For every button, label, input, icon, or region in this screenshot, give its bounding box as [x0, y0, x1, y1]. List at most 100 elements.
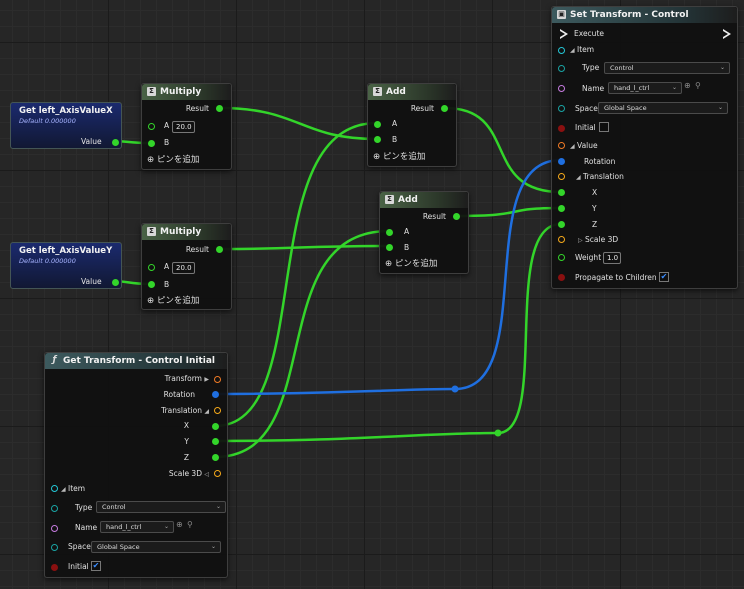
- node-title: Add: [386, 87, 406, 97]
- value-output-pin[interactable]: [112, 139, 119, 146]
- space-dropdown[interactable]: Global Space⌄: [91, 541, 221, 553]
- a-input-pin[interactable]: [148, 264, 155, 271]
- name-label: Name: [582, 84, 605, 93]
- space-input-pin[interactable]: [51, 544, 58, 551]
- type-input-pin[interactable]: [558, 65, 565, 72]
- rotation-label: Rotation: [163, 390, 195, 399]
- execute-label: Execute: [574, 29, 604, 38]
- node-title: Get Transform - Control Initial: [63, 356, 215, 366]
- initial-input-pin[interactable]: [51, 564, 58, 571]
- item-input-pin[interactable]: [51, 485, 58, 492]
- add-circle-icon[interactable]: ⊕: [176, 520, 183, 529]
- add-pin-button[interactable]: ⊕ ピンを追加: [373, 152, 426, 162]
- scale-input-pin[interactable]: [558, 236, 565, 243]
- propagate-input-pin[interactable]: [558, 274, 565, 281]
- execute-function-icon: ▣: [557, 10, 566, 19]
- search-icon[interactable]: ⚲: [695, 81, 701, 90]
- collapse-arrow-icon: ◢: [61, 486, 66, 493]
- b-input-pin[interactable]: [148, 281, 155, 288]
- a-label: A: [404, 227, 410, 236]
- value-input-pin[interactable]: [558, 142, 565, 149]
- item-input-pin[interactable]: [558, 47, 565, 54]
- space-dropdown[interactable]: Global Space⌄: [598, 102, 728, 114]
- result-output-pin[interactable]: [216, 246, 223, 253]
- node-header[interactable]: ▣Set Transform - Control: [552, 7, 737, 24]
- add-pin-button[interactable]: ⊕ ピンを追加: [385, 259, 438, 269]
- z-output-pin[interactable]: [212, 454, 219, 461]
- result-output-pin[interactable]: [216, 105, 223, 112]
- weight-value-field[interactable]: 1.0: [603, 252, 621, 264]
- space-input-pin[interactable]: [558, 105, 565, 112]
- set-transform-node[interactable]: ▣Set Transform - Control Execute ◢ Item …: [551, 6, 738, 289]
- result-label: Result: [410, 104, 434, 113]
- type-dropdown[interactable]: Control⌄: [96, 501, 226, 513]
- add-circle-icon[interactable]: ⊕: [684, 81, 691, 90]
- initial-checkbox[interactable]: [599, 122, 609, 132]
- value-output-pin[interactable]: [112, 279, 119, 286]
- x-output-pin[interactable]: [212, 423, 219, 430]
- rotation-output-pin[interactable]: [212, 391, 219, 398]
- math-icon: Σ: [147, 87, 156, 96]
- search-icon[interactable]: ⚲: [187, 520, 193, 529]
- z-input-pin[interactable]: [558, 221, 565, 228]
- a-input-pin[interactable]: [386, 229, 393, 236]
- z-label: Z: [183, 453, 189, 462]
- propagate-checkbox[interactable]: ✔: [659, 272, 669, 282]
- node-header[interactable]: Σ Add: [368, 84, 456, 101]
- a-value-field[interactable]: 20.0: [172, 262, 195, 274]
- name-dropdown[interactable]: hand_l_ctrl⌄: [100, 521, 174, 533]
- wire-reroute-rotation: [451, 385, 459, 393]
- translation-input-pin[interactable]: [558, 173, 565, 180]
- initial-checkbox[interactable]: ✔: [91, 561, 101, 571]
- variable-node-x[interactable]: Get left_AxisValueX Default 0.000000 Val…: [10, 102, 122, 149]
- type-input-pin[interactable]: [51, 505, 58, 512]
- a-input-pin[interactable]: [148, 123, 155, 130]
- rotation-input-pin[interactable]: [558, 158, 565, 165]
- initial-label: Initial: [68, 562, 89, 571]
- result-output-pin[interactable]: [453, 213, 460, 220]
- a-input-pin[interactable]: [374, 121, 381, 128]
- add-icon: ⊕: [385, 259, 393, 269]
- execute-input-pin[interactable]: [560, 29, 568, 39]
- b-input-pin[interactable]: [386, 244, 393, 251]
- add-pin-button[interactable]: ⊕ ピンを追加: [147, 296, 200, 306]
- y-input-pin[interactable]: [558, 205, 565, 212]
- execute-output-pin[interactable]: [723, 29, 731, 39]
- value-label: Value: [81, 137, 102, 146]
- y-label: Y: [592, 204, 597, 213]
- weight-label: Weight: [575, 253, 602, 262]
- name-input-pin[interactable]: [51, 525, 58, 532]
- wire-add2-to-set-y: [455, 206, 563, 218]
- value-label: Value: [81, 277, 102, 286]
- y-output-pin[interactable]: [212, 438, 219, 445]
- name-input-pin[interactable]: [558, 85, 565, 92]
- type-dropdown[interactable]: Control⌄: [604, 62, 730, 74]
- result-output-pin[interactable]: [441, 105, 448, 112]
- b-input-pin[interactable]: [148, 140, 155, 147]
- add-pin-button[interactable]: ⊕ ピンを追加: [147, 155, 200, 165]
- initial-input-pin[interactable]: [558, 125, 565, 132]
- x-input-pin[interactable]: [558, 189, 565, 196]
- b-input-pin[interactable]: [374, 136, 381, 143]
- chevron-down-icon: ⌄: [163, 523, 169, 530]
- math-icon: Σ: [373, 87, 382, 96]
- translation-output-pin[interactable]: [214, 407, 221, 414]
- a-value-field[interactable]: 20.0: [172, 121, 195, 133]
- chevron-down-icon: ⌄: [671, 84, 677, 91]
- weight-input-pin[interactable]: [558, 254, 565, 261]
- variable-node-y[interactable]: Get left_AxisValueY Default 0.000000 Val…: [10, 242, 122, 289]
- scale-output-pin[interactable]: [214, 470, 221, 477]
- name-dropdown[interactable]: hand_l_ctrl⌄: [608, 82, 682, 94]
- transform-output-pin[interactable]: [214, 376, 221, 383]
- chevron-down-icon: ⌄: [210, 543, 216, 550]
